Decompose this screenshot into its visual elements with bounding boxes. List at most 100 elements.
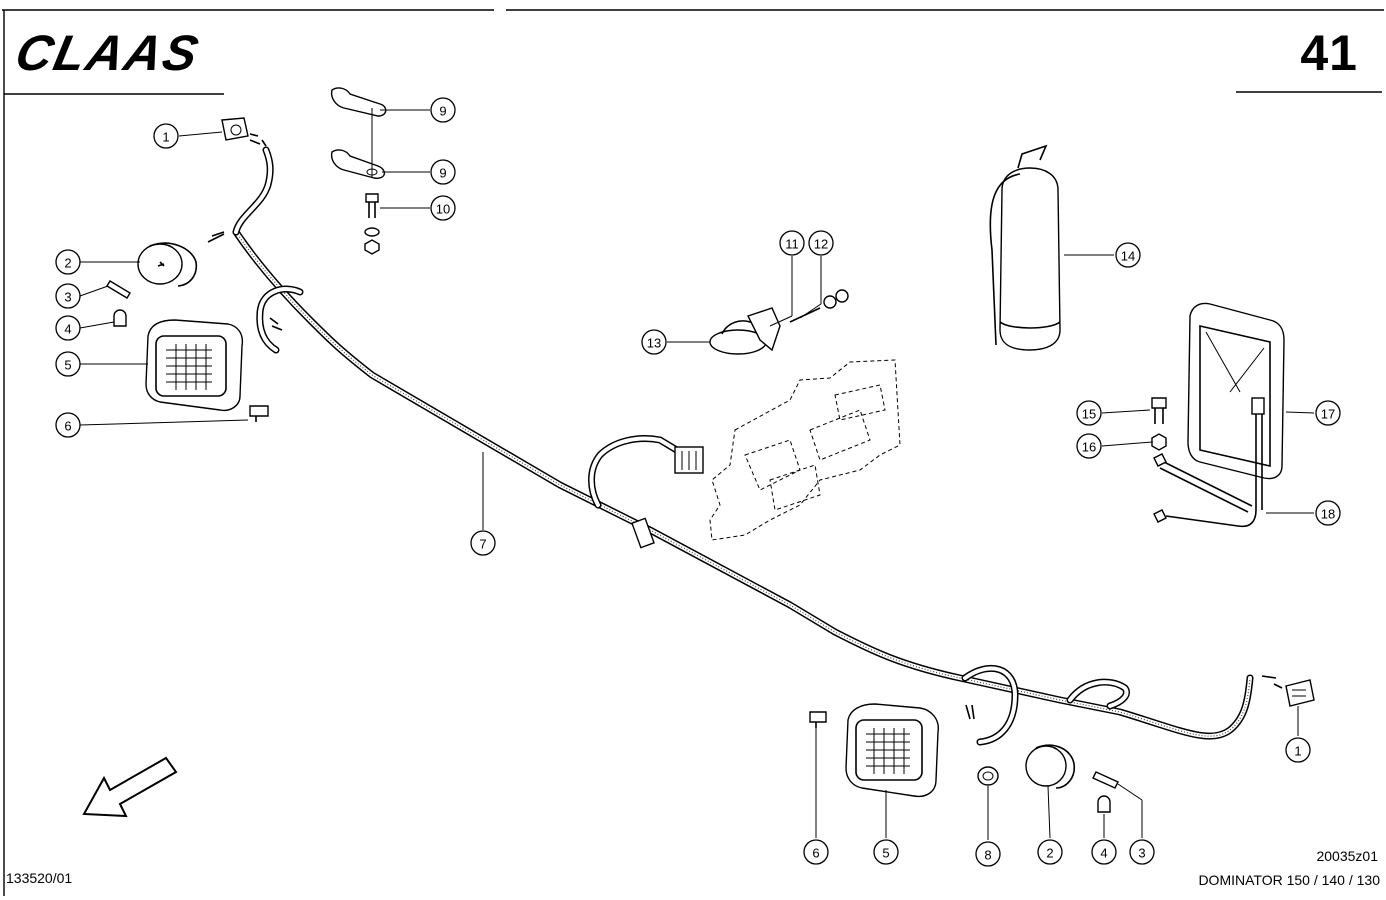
callout-circle xyxy=(55,351,81,377)
callout-11: 11 xyxy=(779,230,805,256)
part-17-mirror xyxy=(1187,302,1285,480)
callout-7: 7 xyxy=(470,530,496,556)
part-9-bracket-lower xyxy=(330,149,385,179)
callout-17: 17 xyxy=(1315,400,1341,426)
callout-3: 3 xyxy=(1129,839,1155,865)
leader-lines xyxy=(79,108,1315,840)
callout-2: 2 xyxy=(1037,839,1063,865)
brand-logo-text: CLAAS xyxy=(11,25,205,81)
callout-circle xyxy=(55,283,81,309)
callout-circle xyxy=(1285,737,1311,763)
callout-6: 6 xyxy=(55,412,81,438)
callout-18: 18 xyxy=(1315,500,1341,526)
callout-circle xyxy=(430,159,456,185)
callout-5: 5 xyxy=(873,839,899,865)
callout-circle xyxy=(1129,839,1155,865)
callout-label: 16 xyxy=(1082,440,1096,455)
callout-label: 1 xyxy=(162,130,169,145)
part-3-fuse-left xyxy=(106,280,131,299)
direction-arrow-icon xyxy=(82,756,178,818)
callout-circle xyxy=(430,97,456,123)
callout-circle xyxy=(641,329,667,355)
callout-label: 6 xyxy=(64,419,71,434)
part-15-bolt xyxy=(1151,397,1167,424)
part-8-grommet xyxy=(977,766,999,786)
wiring-harness-7 xyxy=(207,146,1254,746)
callout-10: 10 xyxy=(430,195,456,221)
part-6-clip-left xyxy=(249,405,269,422)
part-9-bracket-top xyxy=(330,87,387,117)
callout-label: 17 xyxy=(1321,407,1335,422)
callout-15: 15 xyxy=(1076,400,1102,426)
callout-9: 9 xyxy=(430,159,456,185)
header-rules xyxy=(2,9,1384,896)
callout-circle xyxy=(1037,839,1063,865)
callout-circle xyxy=(470,530,496,556)
callout-8: 8 xyxy=(975,841,1001,867)
drawing-code: 20035z01 xyxy=(1316,848,1378,864)
part-10-bolt-nut xyxy=(364,193,380,255)
callout-label: 15 xyxy=(1082,407,1096,422)
callout-circle xyxy=(779,230,805,256)
callout-label: 18 xyxy=(1321,507,1335,522)
callout-6: 6 xyxy=(803,839,829,865)
claas-logo: CLAAS xyxy=(11,25,205,81)
part-5-work-lamp-right xyxy=(845,703,939,798)
callout-3: 3 xyxy=(55,283,81,309)
callout-12: 12 xyxy=(808,230,834,256)
part-1-connector-left xyxy=(221,117,267,147)
part-5-work-lamp-left xyxy=(145,319,244,412)
callout-circle xyxy=(1076,400,1102,426)
callout-label: 13 xyxy=(647,336,661,351)
callout-label: 2 xyxy=(64,256,71,271)
callout-label: 6 xyxy=(812,846,819,861)
part-14-fire-extinguisher xyxy=(989,144,1061,351)
part-16-nut xyxy=(1151,433,1167,451)
callout-4: 4 xyxy=(55,315,81,341)
callout-circle xyxy=(873,839,899,865)
callout-label: 5 xyxy=(882,846,889,861)
callout-label: 9 xyxy=(439,104,446,119)
callout-1: 1 xyxy=(1285,737,1311,763)
callout-label: 3 xyxy=(64,290,71,305)
callout-circle xyxy=(1115,242,1141,268)
callout-1: 1 xyxy=(153,123,179,149)
callout-label: 1 xyxy=(1294,744,1301,759)
callout-circle xyxy=(55,412,81,438)
callout-label: 4 xyxy=(64,322,71,337)
part-6-clip-right xyxy=(809,711,827,728)
callout-circle xyxy=(808,230,834,256)
callout-circle xyxy=(1315,400,1341,426)
callout-circle xyxy=(1091,839,1117,865)
callout-label: 9 xyxy=(439,166,446,181)
callout-label: 2 xyxy=(1046,846,1053,861)
callout-4: 4 xyxy=(1091,839,1117,865)
callout-label: 12 xyxy=(814,237,828,252)
part-11-horn-bracket xyxy=(747,307,781,352)
callout-label: 4 xyxy=(1100,846,1107,861)
callout-circle xyxy=(430,195,456,221)
callout-circle xyxy=(55,315,81,341)
callout-16: 16 xyxy=(1076,433,1102,459)
part-4-bulb-left xyxy=(113,309,127,327)
document-number: 133520/01 xyxy=(6,870,73,886)
part-1-connector-right xyxy=(1261,675,1315,707)
part-18-mirror-arm xyxy=(1153,397,1265,528)
callout-label: 14 xyxy=(1121,249,1135,264)
callout-label: 3 xyxy=(1138,846,1145,861)
callout-circle xyxy=(153,123,179,149)
part-3-fuse-right xyxy=(1092,771,1119,789)
callout-13: 13 xyxy=(641,329,667,355)
callout-circle xyxy=(55,249,81,275)
page-number: 41 xyxy=(1300,25,1358,81)
callout-label: 10 xyxy=(436,202,450,217)
callout-label: 8 xyxy=(984,848,991,863)
callout-label: 5 xyxy=(64,358,71,373)
part-12-bolt-washer xyxy=(789,289,849,323)
part-2-round-lamp-left xyxy=(137,242,198,287)
callout-circle xyxy=(975,841,1001,867)
control-board-outline xyxy=(709,359,901,541)
callout-circle xyxy=(1076,433,1102,459)
